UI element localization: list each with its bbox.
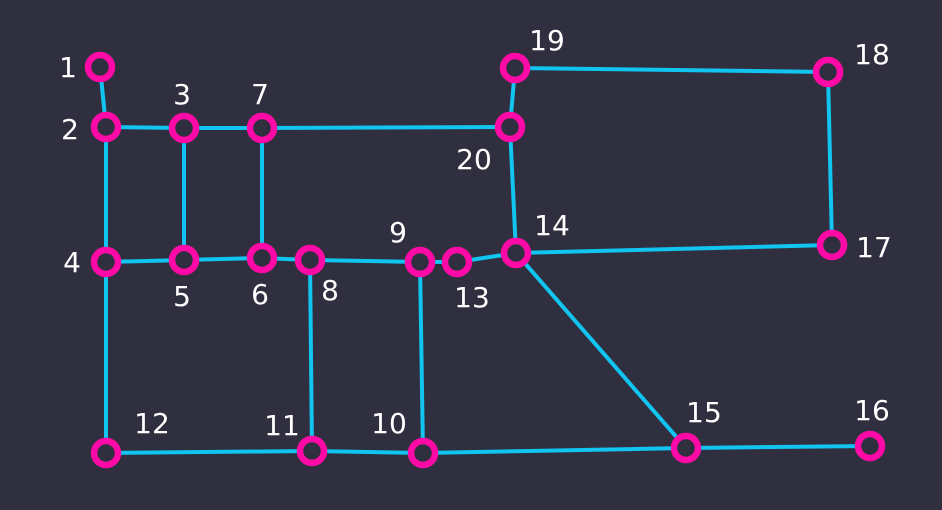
node-label-20: 20 [456,143,492,176]
node-1 [84,51,116,83]
node-label-8: 8 [321,274,339,307]
node-label-19: 19 [529,24,565,57]
node-label-7: 7 [251,78,269,111]
node-label-13: 13 [454,281,490,314]
node-8 [294,244,326,276]
node-label-6: 6 [251,278,269,311]
node-14 [500,237,532,269]
node-label-11: 11 [264,409,300,442]
edge-14-20 [508,125,518,255]
node-15 [670,432,702,464]
node-2 [90,111,122,143]
node-3 [168,112,200,144]
edge-8-11 [308,258,314,453]
node-18 [812,56,844,88]
node-13 [441,246,473,278]
edge-9-10 [418,260,425,455]
node-label-17: 17 [856,231,892,264]
node-7 [246,112,278,144]
edge-11-10 [310,449,425,455]
edge-layer [98,65,872,455]
node-label-1: 1 [59,51,77,84]
node-label-15: 15 [686,396,722,429]
node-9 [404,246,436,278]
node-label-12: 12 [134,407,170,440]
node-5 [168,244,200,276]
node-label-10: 10 [371,407,407,440]
edge-17-14 [514,243,834,255]
edge-19-18 [513,66,830,74]
edge-15-16 [684,444,872,450]
node-layer [84,51,886,469]
node-20 [494,111,526,143]
edge-12-11 [104,449,314,455]
node-label-9: 9 [389,216,407,249]
edge-8-9 [308,258,422,264]
node-12 [90,437,122,469]
edge-7-20 [260,125,512,130]
node-6 [246,242,278,274]
node-label-3: 3 [173,78,191,111]
node-11 [296,435,328,467]
edge-14-15 [514,251,688,450]
node-label-5: 5 [173,280,191,313]
edge-18-17 [826,70,834,247]
node-label-4: 4 [63,246,81,279]
node-label-16: 16 [854,394,890,427]
node-10 [407,437,439,469]
node-label-14: 14 [534,209,570,242]
edge-10-15 [421,446,688,455]
node-4 [90,246,122,278]
node-17 [816,229,848,261]
node-label-2: 2 [61,113,79,146]
node-19 [499,52,531,84]
node-16 [854,430,886,462]
node-label-18: 18 [854,38,890,71]
